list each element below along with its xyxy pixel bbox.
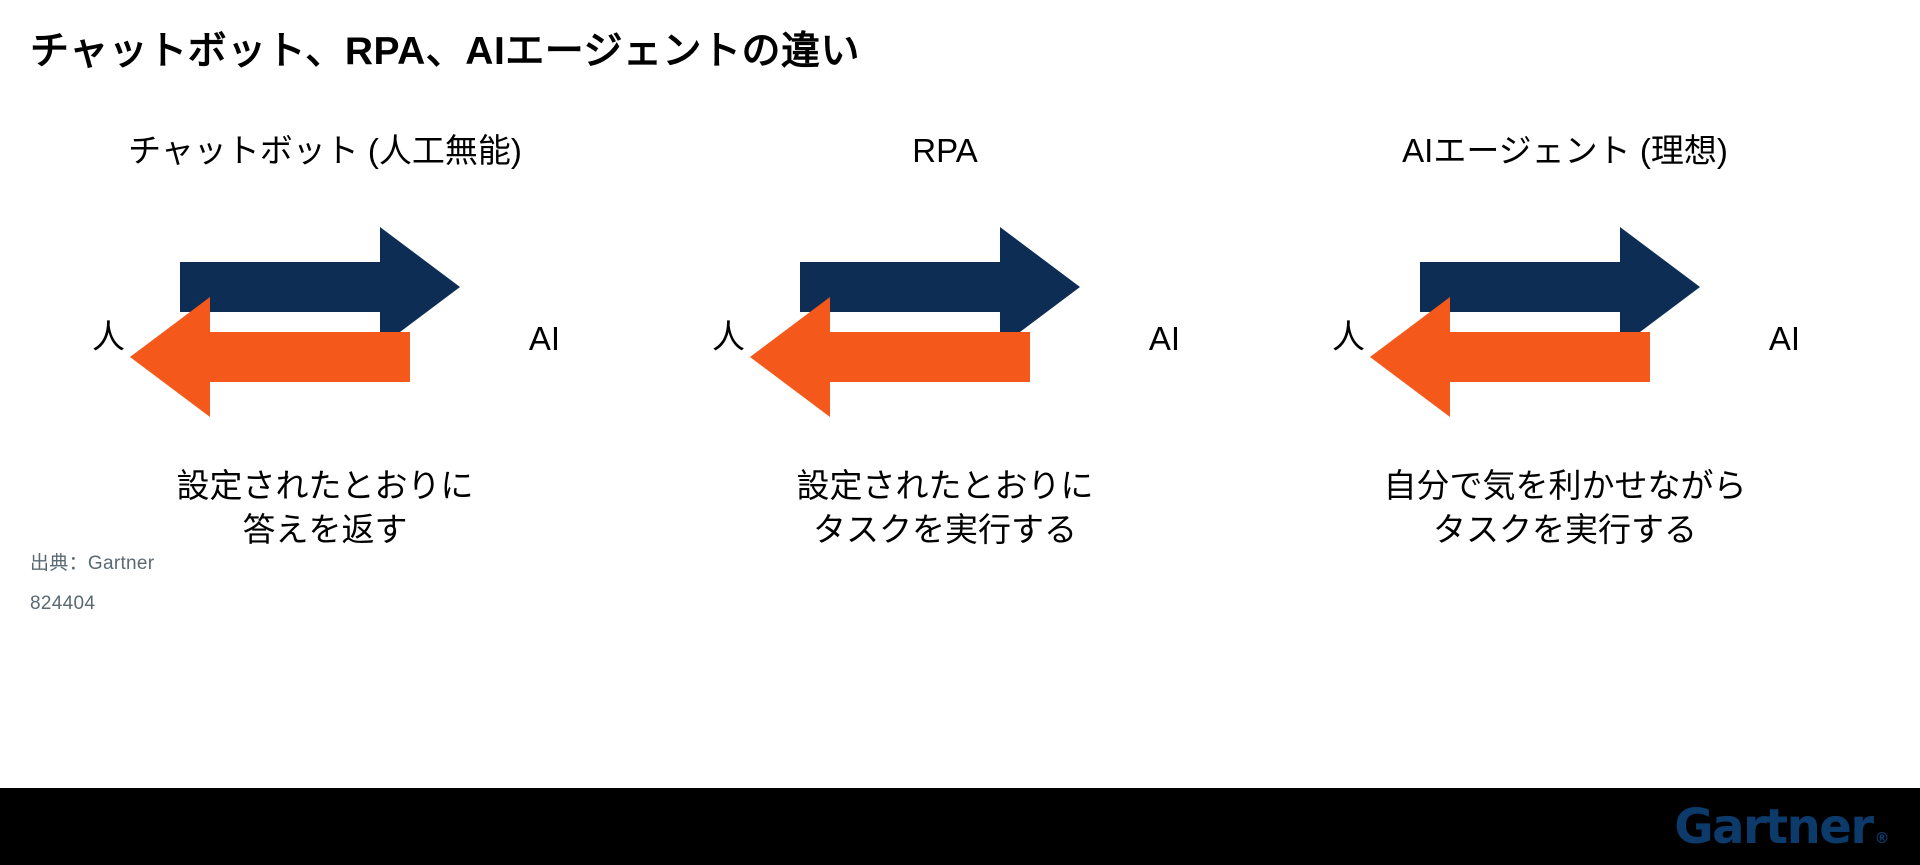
- arrow-diagram: 人 AI: [1330, 192, 1800, 442]
- arrow-diagram: 人 AI: [710, 192, 1180, 442]
- gartner-logo: Gartner ®: [1674, 798, 1890, 855]
- label-human: 人: [712, 318, 745, 355]
- human-to-ai-arrow: [800, 227, 1080, 347]
- label-ai: AI: [1768, 320, 1800, 357]
- column-heading: AIエージェント (理想): [1402, 132, 1728, 170]
- label-human: 人: [1332, 318, 1365, 355]
- human-to-ai-arrow: [1420, 227, 1700, 347]
- label-ai: AI: [1148, 320, 1180, 357]
- column-caption: 設定されたとおりに タスクを実行する: [796, 467, 1094, 548]
- arrow-pair-svg: [750, 227, 1080, 417]
- comparison-columns: チャットボット (人工無能) 人 AI 設定されたとおりに 答えを返す RPA …: [0, 128, 1920, 552]
- human-to-ai-arrow: [180, 227, 460, 347]
- source-attribution: 出典：Gartner: [30, 553, 155, 574]
- column-heading: RPA: [912, 132, 978, 170]
- arrow-diagram: 人 AI: [90, 192, 560, 442]
- source-block: 出典：Gartner 824404: [30, 548, 154, 615]
- ai-to-human-arrow: [750, 297, 1030, 417]
- gartner-logo-text: Gartner: [1674, 798, 1874, 855]
- label-human: 人: [92, 318, 125, 355]
- label-ai: AI: [528, 320, 560, 357]
- column-ai-agent: AIエージェント (理想) 人 AI 自分で気を利かせながら タスクを実行する: [1255, 128, 1875, 552]
- source-document-id: 824404: [30, 593, 96, 614]
- page-title: チャットボット、RPA、AIエージェントの違い: [30, 30, 860, 73]
- footer-bar: Gartner ®: [0, 788, 1920, 865]
- column-rpa: RPA 人 AI 設定されたとおりに タスクを実行する: [635, 128, 1255, 552]
- arrow-pair-svg: [130, 227, 460, 417]
- column-caption: 自分で気を利かせながら タスクを実行する: [1383, 467, 1747, 548]
- column-caption: 設定されたとおりに 答えを返す: [176, 467, 474, 548]
- ai-to-human-arrow: [130, 297, 410, 417]
- arrow-pair-svg: [1370, 227, 1700, 417]
- ai-to-human-arrow: [1370, 297, 1650, 417]
- registered-trademark-icon: ®: [1874, 828, 1890, 847]
- column-chatbot: チャットボット (人工無能) 人 AI 設定されたとおりに 答えを返す: [15, 128, 635, 552]
- column-heading: チャットボット (人工無能): [128, 132, 522, 170]
